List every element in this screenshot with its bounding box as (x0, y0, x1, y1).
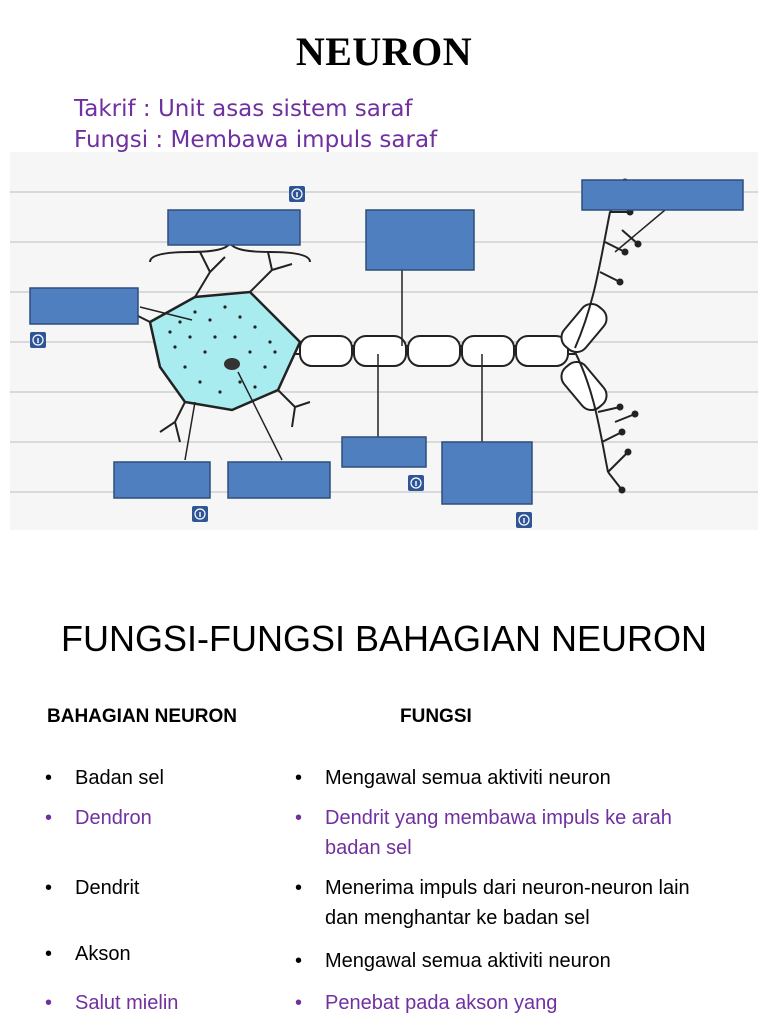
bullet: • (45, 767, 53, 789)
info-icon[interactable] (289, 186, 305, 202)
bullet: • (45, 943, 53, 965)
function-text: Penebat pada akson yang (325, 992, 558, 1014)
bullet: • (45, 992, 53, 1014)
myelin-segment (515, 335, 569, 367)
nucleus (224, 358, 240, 370)
bullet: • (295, 877, 303, 899)
label-box-nodus (341, 436, 427, 468)
definition-text: Takrif : Unit asas sistem saraf (74, 96, 413, 122)
pointer-lines (139, 209, 666, 461)
info-icon[interactable] (192, 506, 208, 522)
bullet: • (45, 807, 53, 829)
part-item: • Salut mielin (45, 988, 275, 1018)
part-text: Badan sel (75, 767, 164, 789)
bullet: • (295, 950, 303, 972)
nissl-granules (168, 305, 277, 394)
myelin-segment (299, 335, 353, 367)
label-box-dendron (29, 287, 139, 325)
definition-block: Takrif : Unit asas sistem saraf Fungsi :… (74, 94, 437, 156)
bullet: • (45, 877, 53, 899)
bullet: • (295, 992, 303, 1014)
part-text: Akson (75, 943, 131, 965)
function-text: Mengawal semua aktiviti neuron (325, 767, 611, 789)
function-text: Dendrit yang membawa impuls ke arah bada… (325, 807, 672, 859)
myelin-segment (461, 335, 515, 367)
neuron-diagram-svg (10, 152, 758, 530)
info-icons (30, 186, 532, 528)
label-box-salut-mielin (441, 441, 533, 505)
info-icon[interactable] (30, 332, 46, 348)
myelin-sheath (299, 335, 569, 367)
function-text: Menerima impuls dari neuron-neuron lain … (325, 877, 690, 929)
label-box-nukleus (227, 461, 331, 499)
label-box-dendrit (167, 209, 301, 246)
page-title: NEURON (295, 29, 473, 74)
myelin-sheath-branches (560, 302, 608, 412)
info-icon[interactable] (516, 512, 532, 528)
label-box-badan-sel (113, 461, 211, 499)
bullet: • (295, 767, 303, 789)
function-text: Fungsi : Membawa impuls saraf (74, 127, 438, 153)
part-text: Dendrit (75, 877, 140, 899)
function-item: • Mengawal semua aktiviti neuron (295, 763, 725, 793)
function-item: • Mengawal semua aktiviti neuron (295, 946, 725, 976)
part-text: Salut mielin (75, 992, 179, 1014)
bullet: • (295, 807, 303, 829)
function-item: • Penebat pada akson yang (295, 988, 725, 1018)
part-item: • Dendrit (45, 873, 275, 903)
function-item: • Menerima impuls dari neuron-neuron lai… (295, 873, 725, 933)
axon-terminals (574, 181, 639, 491)
column-header-part: BAHAGIAN NEURON (47, 706, 237, 727)
neuron-diagram (10, 152, 758, 530)
part-item: • Dendron (45, 803, 275, 833)
label-box-terminal (581, 179, 744, 211)
function-text: Mengawal semua aktiviti neuron (325, 950, 611, 972)
myelin-segment (353, 335, 407, 367)
functions-heading: FUNGSI-FUNGSI BAHAGIAN NEURON (60, 618, 708, 659)
label-boxes (29, 179, 744, 505)
myelin-segment (407, 335, 461, 367)
function-item: • Dendrit yang membawa impuls ke arah ba… (295, 803, 725, 863)
column-header-function: FUNGSI (400, 706, 472, 727)
info-icon[interactable] (408, 475, 424, 491)
label-box-akson (365, 209, 475, 271)
part-item: • Badan sel (45, 763, 275, 793)
part-item: • Akson (45, 939, 275, 969)
part-text: Dendron (75, 807, 152, 829)
